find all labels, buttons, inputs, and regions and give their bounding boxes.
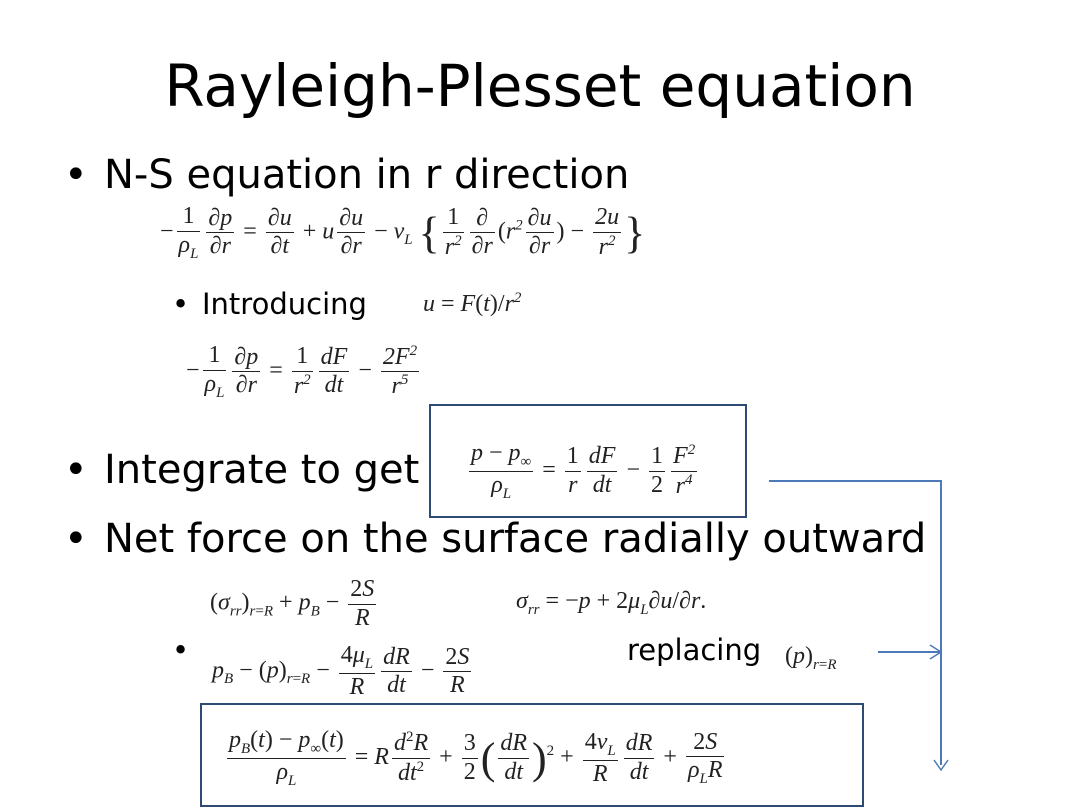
bullet-dot: • [64,152,88,198]
replace-arrow-line [878,651,940,653]
bullet-ns-equation-text: N-S equation in r direction [104,152,630,198]
bullet-ns-equation: • N-S equation in r direction [64,152,629,198]
slide-title: Rayleigh-Plesset equation [164,52,916,120]
bullet-integrate: • Integrate to get [64,447,419,493]
integrated-equation-box [429,404,747,518]
replacing-label: replacing [627,633,762,667]
sub-bullet-introducing-text: Introducing [202,287,367,321]
connector-line-top [769,480,941,482]
stress-definition-equation: σrr = −p + 2μL∂u/∂r. [516,588,707,618]
bullet-dot: • [64,447,88,493]
bullet-dot: • [172,287,190,321]
bullet-dot: • [64,516,88,562]
replaced-term: (p)r=R [785,643,837,673]
connector-line-vertical [940,480,942,765]
arrow-down-icon [933,759,949,772]
rayleigh-plesset-box [200,703,864,807]
arrow-right-icon [929,644,943,660]
substitution-equation: u = F(t)/r2 [423,290,522,317]
bullet-dot: • [172,633,190,667]
sub-bullet-pressure: • [172,633,202,667]
bullet-net-force: • Net force on the surface radially outwa… [64,516,926,562]
bullet-integrate-text: Integrate to get [104,447,420,493]
bullet-net-force-text: Net force on the surface radially outwar… [104,516,927,562]
sub-bullet-introducing: • Introducing [172,287,367,321]
